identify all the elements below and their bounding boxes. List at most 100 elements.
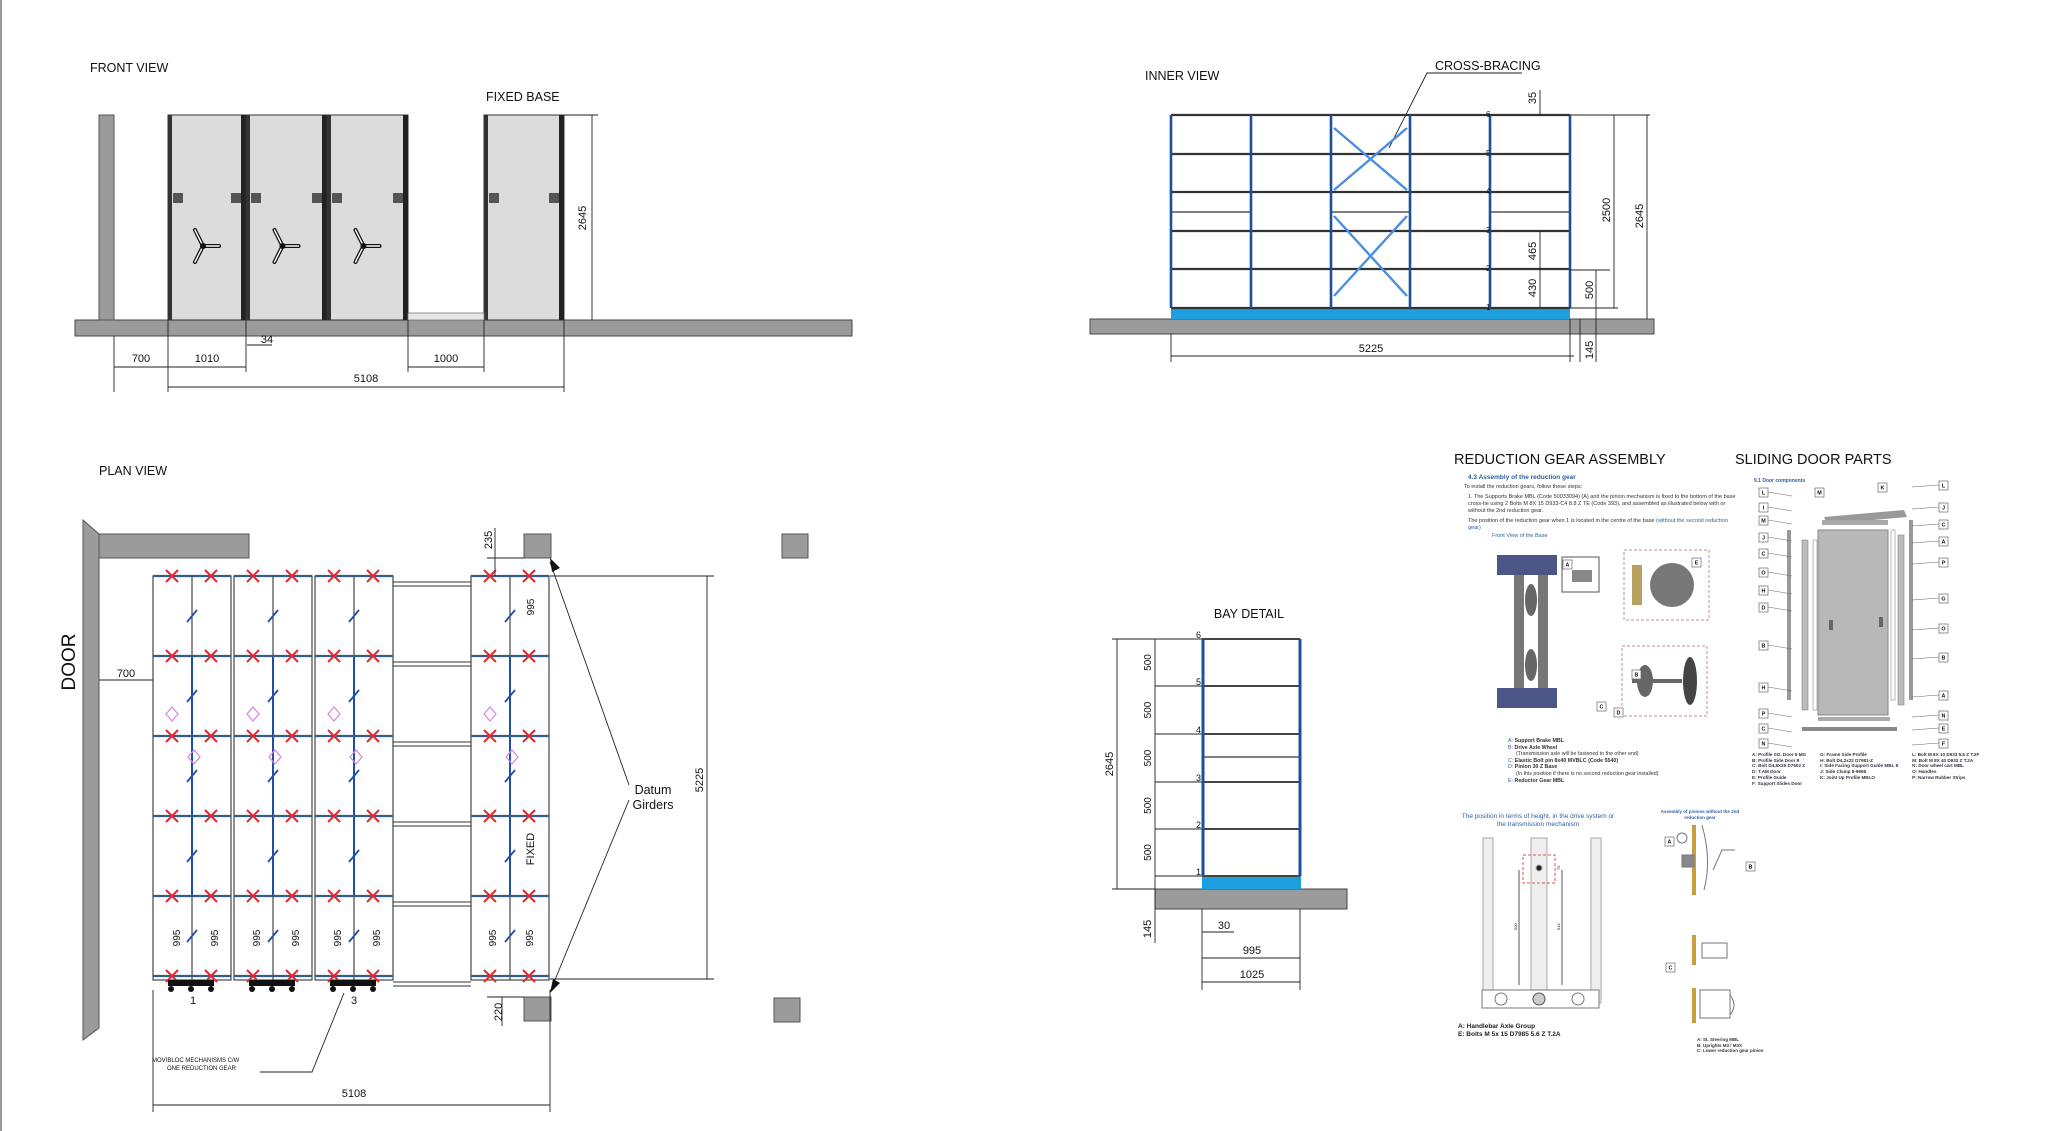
level-number: 4: [1196, 725, 1201, 735]
girder-tick: [186, 769, 198, 783]
callout-letter: P: [1942, 560, 1946, 566]
mobile-units: [167, 114, 565, 321]
end-upright: [168, 115, 172, 320]
callout-box: [1938, 723, 1949, 734]
dim-shelf-1-2: 430: [1527, 279, 1539, 297]
mechanism-wheel: [249, 986, 255, 992]
dim-outer-width: 1025: [1240, 969, 1264, 981]
inner-view-title: INNER VIEW: [1145, 69, 1220, 83]
front-view: FRONT VIEW FIXED BASE 700 1010 34 1000 5…: [74, 61, 853, 392]
level-number: 6: [1486, 110, 1491, 119]
cross-bracing-leader: [1388, 72, 1522, 149]
end-upright: [241, 115, 246, 320]
legend-key: B:: [1508, 744, 1514, 751]
girder-tick: [186, 929, 198, 943]
mechanism-wheel: [188, 986, 194, 992]
diamond-marker: [327, 706, 341, 722]
cross-brace: [1333, 215, 1408, 297]
legend-item: N: Door wheel cart MBL: [1912, 763, 1964, 769]
handle-wheel-icon: [193, 228, 221, 264]
pinion-legend-b: B: Uprights M3 / M3X: [1697, 1042, 1743, 1048]
callout-box: [1877, 482, 1888, 493]
callout-letter: C: [1762, 551, 1766, 557]
column-post: [781, 533, 809, 559]
diamond-marker: [483, 706, 497, 722]
cross-mark-icon: [483, 969, 497, 983]
mechanism-block: [249, 980, 295, 986]
callout-box: [1938, 557, 1949, 568]
fixed-base-label: FIXED BASE: [486, 90, 560, 104]
girder-tick: [348, 929, 360, 943]
callout-box: [1938, 710, 1949, 721]
callout-letter: D: [1762, 605, 1766, 611]
cross-mark-icon: [165, 809, 179, 823]
pinion-title: Assembly of pinions without the 2nd redu…: [1660, 809, 1740, 820]
figure-caption: Front View of the Base: [1492, 533, 1548, 540]
callout-box: [1758, 738, 1769, 749]
bracket: [489, 193, 499, 203]
cross-mark-icon: [204, 729, 218, 743]
level-number: 5: [1486, 149, 1491, 158]
callout-box: [1938, 652, 1949, 663]
callout-letter: D: [1617, 710, 1621, 716]
legend-item: O: Handles: [1912, 769, 1937, 775]
dim-offset: 30: [1218, 920, 1230, 932]
dim-length: 5225: [694, 768, 706, 792]
cross-mark-icon: [366, 569, 380, 583]
callout-letter: A: [1668, 839, 1672, 845]
callout-box: [1613, 707, 1624, 718]
height-legend-a: A: Handlebar Axle Group: [1458, 1023, 1536, 1030]
legend-item: I: Side Facing Support Guide MBL 8: [1820, 763, 1899, 769]
level-spacing-label: 500: [1143, 654, 1154, 671]
level-number: 3: [1196, 773, 1201, 783]
cross-mark-icon: [204, 649, 218, 663]
mechanism-wheel: [208, 986, 214, 992]
cross-mark-icon: [522, 729, 536, 743]
mechanism-wheel: [350, 986, 356, 992]
callout-letter: H: [1762, 588, 1766, 594]
bay-width-label: 995: [210, 929, 221, 946]
floor-slab: [1089, 318, 1655, 335]
callout-letter: M: [1761, 518, 1766, 524]
callout-letter: C: [1600, 704, 1604, 710]
diamond-marker: [165, 706, 179, 722]
height-legend: A: Handlebar Axle Group E: Bolts M 5x 15…: [1458, 1023, 1561, 1039]
callout-leader: [1911, 561, 1940, 565]
base-front-figure: [1497, 549, 1710, 717]
legend-key: E:: [1508, 777, 1514, 784]
girder-tick: [348, 849, 360, 863]
cross-brace: [1333, 127, 1408, 191]
intro-text: To install the reduction gears, follow t…: [1464, 484, 1583, 491]
callout-letter: N: [1942, 713, 1946, 719]
girder-tick: [504, 689, 516, 703]
callout-box: [1758, 532, 1769, 543]
cross-mark-icon: [246, 569, 260, 583]
bay-width-label: 995: [372, 929, 383, 946]
level-spacing-label: 500: [1143, 749, 1154, 766]
bay-dimension-lines: [1112, 638, 1301, 990]
cross-mark-icon: [285, 569, 299, 583]
reduction-gear-title: REDUCTION GEAR ASSEMBLY: [1454, 452, 1666, 468]
datum-girders-label-1: Datum: [635, 783, 672, 797]
diamond-marker: [246, 706, 260, 722]
end-upright: [322, 115, 327, 320]
bracket: [251, 193, 261, 203]
fixed-label: FIXED: [525, 833, 537, 865]
legend-key: D:: [1508, 764, 1514, 771]
height-dim-3: 75: [1556, 865, 1561, 870]
callout-leader: [1911, 523, 1940, 527]
base-panel: [326, 114, 409, 321]
pinion-legend-a: A: St. Steering MBL: [1697, 1037, 1740, 1042]
callout-box: [1938, 593, 1949, 604]
girder-tick: [348, 689, 360, 703]
end-upright: [327, 115, 331, 320]
legend-item: (In this position if there is no second …: [1516, 771, 1659, 778]
side-wall: [98, 114, 115, 321]
legend-item: G: Frame Side Profile: [1820, 752, 1867, 757]
cross-mark-icon: [204, 889, 218, 903]
legend-text: Drive Axle Wheel: [1514, 744, 1558, 751]
callout-leader: [1767, 506, 1793, 512]
callout-leader: [1911, 694, 1940, 698]
